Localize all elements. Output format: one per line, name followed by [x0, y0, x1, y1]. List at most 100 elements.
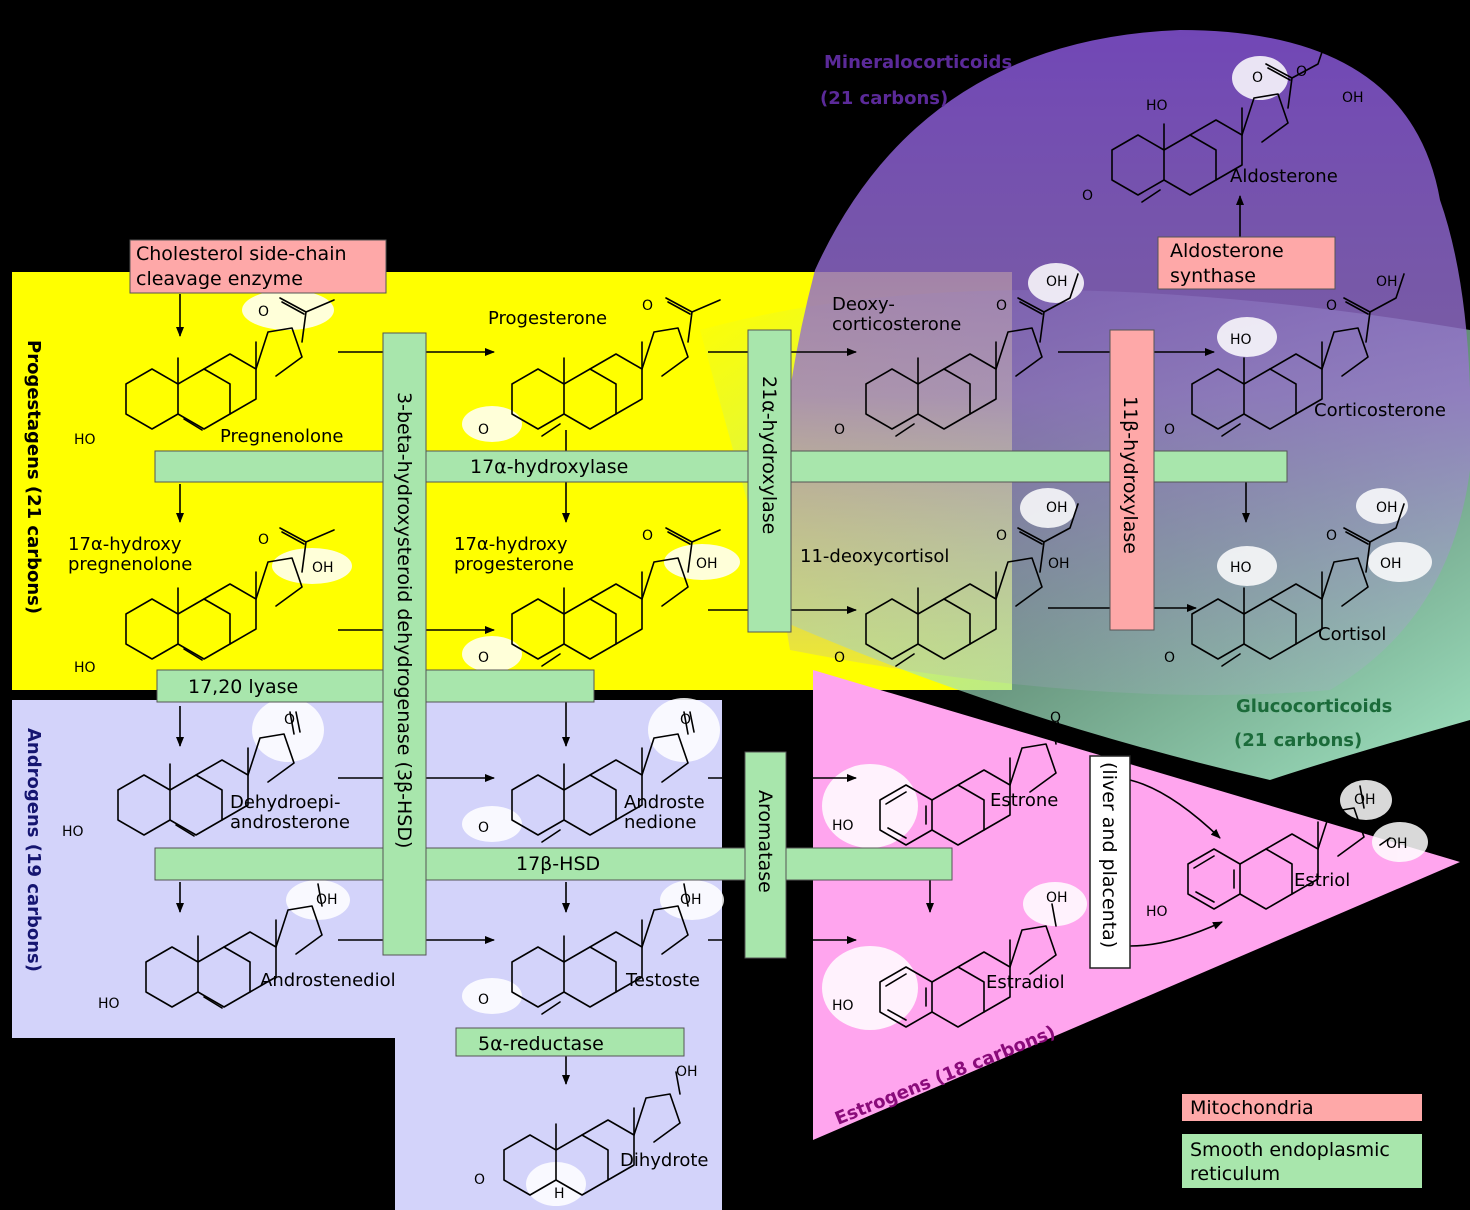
- deoxycorticosterone-label-2: corticosterone: [832, 314, 961, 335]
- pregnenolone-label: Pregnenolone: [220, 426, 343, 447]
- svg-text:O: O: [1164, 422, 1175, 438]
- liver-placenta-label: (liver and placenta): [1098, 762, 1120, 948]
- legend: Mitochondria Smooth endoplasmic reticulu…: [1182, 1094, 1422, 1188]
- legend-ser-label: Smooth endoplasmic: [1190, 1139, 1390, 1161]
- androstenediol-label: Androstenediol: [260, 970, 396, 991]
- androgens-label: Androgens (19 carbons): [23, 728, 44, 972]
- estrone-label: Estrone: [990, 790, 1058, 811]
- hydroxylase11-label: 11β-hydroxylase: [1119, 396, 1141, 554]
- aromatase-bar: [744, 751, 787, 959]
- svg-text:HO: HO: [1146, 98, 1168, 114]
- progestagens-label: Progestagens (21 carbons): [23, 340, 44, 614]
- highlight-ellipses: [242, 56, 1432, 1206]
- svg-text:O: O: [996, 528, 1007, 544]
- dihydrotestosterone-label: Dihydrote: [620, 1150, 709, 1171]
- dhea-label-2: androsterone: [230, 812, 350, 833]
- svg-text:OH: OH: [1046, 274, 1068, 290]
- hydroxylase21-bar: [747, 329, 792, 633]
- hsd17b-bar: [154, 847, 953, 881]
- svg-text:O: O: [834, 650, 845, 666]
- svg-text:OH: OH: [312, 560, 334, 576]
- svg-text:OH: OH: [1342, 90, 1364, 106]
- scc-enzyme-box: [129, 239, 387, 294]
- svg-text:O: O: [642, 528, 653, 544]
- aromatase-label: Aromatase: [754, 790, 776, 893]
- deoxycorticosterone-label: Deoxy-: [832, 294, 895, 315]
- svg-text:HO: HO: [832, 818, 854, 834]
- svg-text:HO: HO: [832, 998, 854, 1014]
- svg-text:O: O: [1326, 528, 1337, 544]
- atom-labels: HO O O O O O OH O O OH HO O O O OH HO HO…: [62, 64, 1408, 1202]
- svg-text:OH: OH: [696, 556, 718, 572]
- progesterone-label: Progesterone: [488, 308, 607, 329]
- svg-text:O: O: [680, 712, 691, 728]
- androstenedione-label: Androste: [624, 792, 705, 813]
- scc-label: Cholesterol side-chain: [136, 243, 347, 265]
- aldosterone-synthase-label: Aldosterone: [1170, 240, 1284, 262]
- svg-text:HO: HO: [1230, 332, 1252, 348]
- testosterone-label: Testoste: [625, 970, 700, 991]
- svg-text:O: O: [1082, 188, 1093, 204]
- cortisol-label: Cortisol: [1318, 624, 1386, 645]
- mineralocorticoids-label: Mineralocorticoids: [824, 52, 1012, 73]
- svg-text:HO: HO: [62, 824, 84, 840]
- svg-text:O: O: [474, 1172, 485, 1188]
- svg-text:OH: OH: [1380, 556, 1402, 572]
- estradiol-label: Estradiol: [986, 972, 1065, 993]
- glucocorticoids-label: Glucocorticoids: [1236, 696, 1392, 717]
- svg-text:O: O: [478, 650, 489, 666]
- svg-text:O: O: [1252, 70, 1263, 86]
- aldosterone-label: Aldosterone: [1230, 166, 1338, 187]
- svg-text:O: O: [258, 304, 269, 320]
- reductase-label: 5α-reductase: [478, 1033, 604, 1055]
- mineralocorticoids-carbons: (21 carbons): [820, 88, 948, 109]
- estriol-label: Estriol: [1294, 870, 1350, 891]
- molecule-names: Pregnenolone Progesterone Deoxy- cortico…: [68, 166, 1446, 1171]
- svg-text:O: O: [1326, 298, 1337, 314]
- svg-text:OH: OH: [1354, 792, 1376, 808]
- hsd3b-label: 3-beta-hydroxysteroid dehydrogenase (3β-…: [393, 392, 415, 848]
- deoxycortisol-label: 11-deoxycortisol: [800, 546, 949, 567]
- hydroxyprogesterone-label: 17α-hydroxy: [454, 534, 568, 555]
- svg-text:O: O: [834, 422, 845, 438]
- reductase-bar: [455, 1027, 685, 1057]
- scc-label-2: cleavage enzyme: [136, 268, 303, 290]
- background-regions: [12, 30, 1470, 1210]
- liver-placenta-box: [1089, 755, 1131, 969]
- lyase-bar: [156, 669, 595, 703]
- estrogens-region: [813, 670, 1460, 1140]
- legend-ser-label-2: reticulum: [1190, 1163, 1280, 1185]
- hsd3b-bar: [382, 332, 427, 956]
- svg-text:OH: OH: [1386, 836, 1408, 852]
- aldosterone-synthase-label-2: synthase: [1170, 265, 1256, 287]
- svg-text:OH: OH: [1046, 500, 1068, 516]
- svg-text:H: H: [554, 1186, 565, 1202]
- svg-text:O: O: [258, 532, 269, 548]
- dhea-label: Dehydroepi-: [230, 792, 340, 813]
- svg-text:O: O: [284, 712, 295, 728]
- svg-text:OH: OH: [676, 1064, 698, 1080]
- svg-text:HO: HO: [74, 432, 96, 448]
- hydroxylase17-label: 17α-hydroxylase: [470, 456, 628, 478]
- androstenedione-label-2: nedione: [624, 812, 696, 833]
- androgens-region: [12, 700, 722, 1210]
- hydroxypregnenolone-label-2: pregnenolone: [68, 554, 192, 575]
- svg-text:OH: OH: [1048, 556, 1070, 572]
- svg-text:O: O: [478, 992, 489, 1008]
- legend-mitochondria-label: Mitochondria: [1190, 1097, 1314, 1119]
- svg-text:O: O: [642, 298, 653, 314]
- hsd17b-label: 17β-HSD: [516, 853, 600, 875]
- molecule-structures: [118, 39, 1405, 1196]
- svg-text:OH: OH: [680, 892, 702, 908]
- svg-text:O: O: [1050, 710, 1061, 726]
- svg-text:OH: OH: [1046, 890, 1068, 906]
- svg-text:HO: HO: [1230, 560, 1252, 576]
- hydroxylase21-label: 21α-hydroxylase: [758, 376, 780, 534]
- hydroxyprogesterone-label-2: progesterone: [454, 554, 574, 575]
- svg-text:HO: HO: [1146, 904, 1168, 920]
- svg-text:HO: HO: [98, 996, 120, 1012]
- hydroxylase11-bar: [1109, 329, 1155, 631]
- lyase-label: 17,20 lyase: [188, 676, 298, 698]
- aldosterone-synthase-box: [1157, 236, 1336, 290]
